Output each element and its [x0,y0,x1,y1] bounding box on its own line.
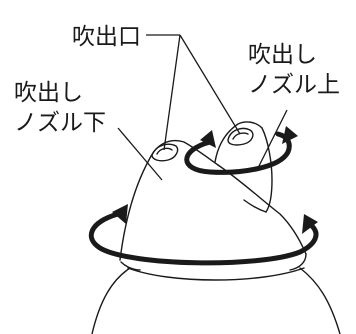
lower-nozzle-label-line1: 吹出し [14,80,83,106]
lower-rotation-arrow [88,204,319,266]
upper-nozzle [214,121,273,213]
upper-nozzle-leader [257,109,288,169]
outlet-leader-lower [163,34,181,151]
upper-nozzle-label-line2: ノズル上 [248,72,340,98]
lower-nozzle-leader [117,127,163,181]
lower-nozzle-label-line2: ノズル下 [14,110,106,136]
outlet-slot-upper [227,127,254,146]
outlet-label: 吹出口 [72,24,141,50]
upper-nozzle-label-line1: 吹出し [248,42,317,68]
unit-body [91,267,341,334]
upper-rotation-arrow [184,126,298,175]
outlet-leader-upper [179,34,241,135]
